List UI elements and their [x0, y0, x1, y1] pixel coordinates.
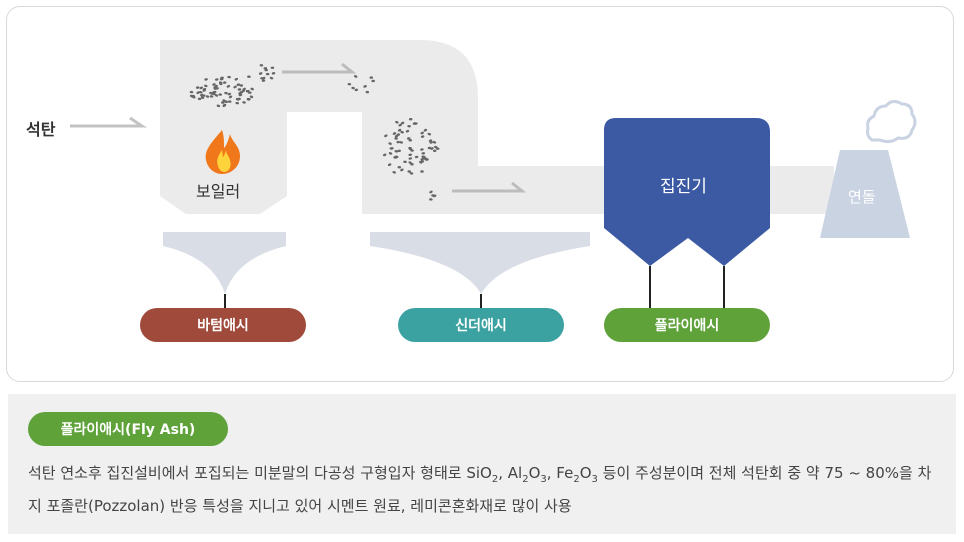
- duct-bend: [362, 150, 478, 214]
- bottom-ash-hopper: [163, 232, 286, 294]
- stack-label: 연돌: [848, 186, 876, 207]
- desc-sep2: , Fe: [547, 464, 574, 482]
- coal-label: 석탄: [26, 116, 55, 140]
- particle: [220, 77, 224, 79]
- info-description: 석탄 연소후 집진설비에서 포집되는 미분말의 다공성 구형입자 형태로 SiO…: [28, 460, 938, 520]
- boiler-label: 보일러: [196, 178, 240, 202]
- fly-ash-badge: 플라이애시: [604, 308, 770, 342]
- desc-sep1: , Al: [498, 464, 522, 482]
- info-box: 플라이애시(Fly Ash) 석탄 연소후 집진설비에서 포집되는 미분말의 다…: [8, 394, 956, 534]
- desc-o: O: [529, 464, 541, 482]
- cinder-ash-hopper: [370, 232, 590, 294]
- info-badge: 플라이애시(Fly Ash): [28, 412, 228, 446]
- cinder-ash-badge: 신더애시: [398, 308, 564, 342]
- collector-label: 집진기: [660, 172, 707, 197]
- bottom-ash-badge: 바텀애시: [140, 308, 306, 342]
- smoke-icon: [868, 101, 916, 141]
- desc-part1: 석탄 연소후 집진설비에서 포집되는 미분말의 다공성 구형입자 형태로 SiO: [28, 464, 492, 482]
- coal-arrow-icon: [70, 118, 142, 126]
- desc-o2: O: [580, 464, 592, 482]
